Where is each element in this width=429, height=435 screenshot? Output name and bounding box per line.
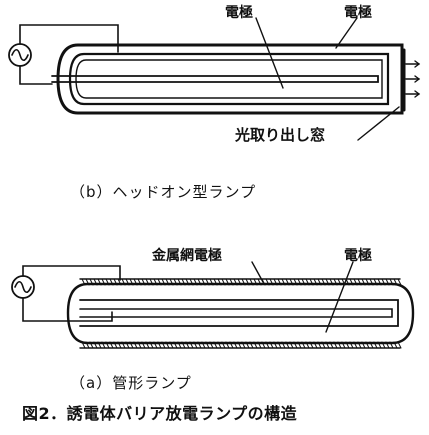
- electrode-label-b-right: 電極: [344, 4, 372, 21]
- tubular-lamp: [11, 261, 415, 349]
- leader-window: [357, 106, 400, 141]
- ac-source-icon: [8, 43, 32, 67]
- mesh-electrode: [79, 278, 401, 349]
- inner-tube: [79, 299, 399, 327]
- leader-electrode-left: [255, 17, 284, 89]
- electrode-label-b-left: 電極: [225, 4, 253, 21]
- caption-b: （b）ヘッドオン型ランプ: [70, 183, 256, 201]
- outer-tube: [66, 282, 415, 345]
- mesh-electrode-label: 金属網電極: [151, 247, 222, 264]
- ac-source-icon: [11, 275, 35, 299]
- wire-upper: [19, 24, 119, 53]
- center-electrode: [51, 75, 379, 83]
- electrode-label-a: 電極: [344, 247, 372, 264]
- wire-lower: [19, 65, 53, 85]
- leader-mesh-electrode: [251, 261, 264, 283]
- leader-electrode-a: [325, 261, 354, 333]
- head-on-lamp: [8, 17, 421, 141]
- figure-caption: 図2．誘電体バリア放電ランプの構造: [22, 404, 298, 423]
- caption-a: （a）管形ランプ: [70, 374, 192, 392]
- wire-upper: [22, 265, 121, 281]
- mesh-hatch-bottom: [81, 341, 402, 349]
- inner-tube: [68, 52, 390, 106]
- mesh-hatch-top: [81, 278, 402, 286]
- outer-tube: [56, 43, 404, 115]
- window-label: 光取り出し窓: [234, 126, 325, 144]
- light-output-arrows: [405, 60, 421, 98]
- center-electrode: [79, 308, 393, 318]
- leader-electrode-right: [335, 17, 358, 49]
